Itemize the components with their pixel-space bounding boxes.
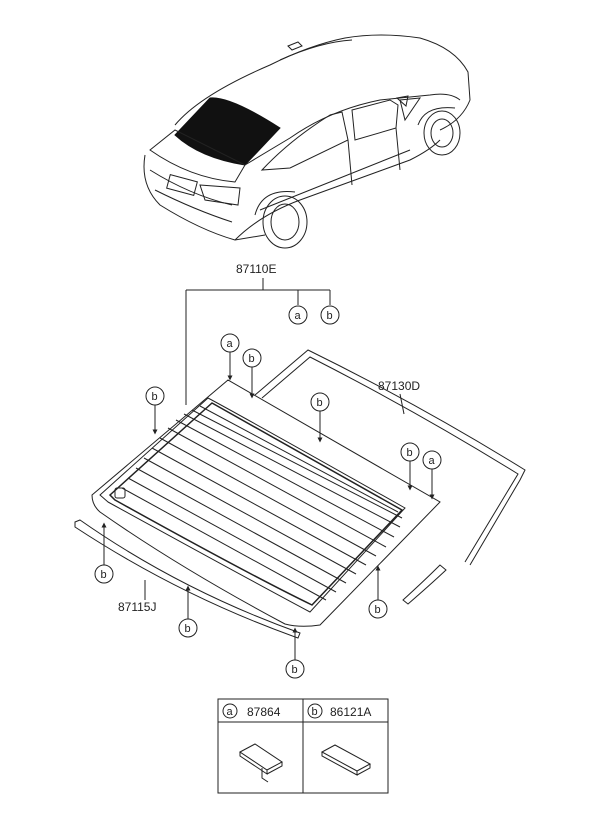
svg-text:b: b — [152, 391, 158, 403]
svg-text:b: b — [375, 604, 381, 616]
svg-text:b: b — [292, 664, 298, 676]
svg-text:a: a — [227, 338, 234, 350]
legend-table: a 87864 b 86121A — [217, 698, 389, 794]
weatherstrip-87130d — [254, 349, 526, 605]
legend-a-symbol: a — [227, 706, 234, 718]
part-label-87110e: 87110E — [236, 262, 276, 276]
svg-text:b: b — [249, 353, 255, 365]
legend-b-symbol: b — [312, 706, 318, 718]
part-label-87130d: 87130D — [378, 379, 420, 393]
svg-text:a: a — [295, 310, 302, 322]
marker-b-molding-left: b — [94, 522, 114, 584]
car-illustration — [143, 34, 471, 249]
leader-87130d — [399, 393, 405, 415]
part-b-shape — [320, 744, 372, 776]
svg-text:b: b — [185, 623, 191, 635]
svg-text:b: b — [317, 397, 323, 409]
marker-b-glass-top: b — [242, 348, 262, 399]
svg-text:b: b — [101, 569, 107, 581]
leader-87110e — [185, 278, 331, 405]
marker-b-glass-right: b — [400, 442, 420, 491]
legend-a-part: 87864 — [247, 705, 281, 719]
marker-a-top: a — [288, 305, 308, 325]
legend-b-part: 86121A — [330, 705, 371, 719]
rear-window-highlight — [174, 97, 281, 166]
marker-b-right-lower: b — [368, 565, 388, 619]
legend-a: a 87864 — [222, 703, 281, 719]
marker-b-molding-bottom: b — [178, 585, 198, 638]
rear-glass-panel — [91, 379, 441, 627]
marker-b-glass-mid: b — [310, 392, 330, 443]
part-a-shape — [239, 743, 283, 783]
marker-b-top: b — [320, 305, 340, 325]
marker-b-glass-left: b — [145, 386, 165, 435]
legend-b: b 86121A — [307, 703, 371, 719]
molding-87115j — [74, 519, 301, 639]
marker-b-bottom-center: b — [285, 627, 305, 679]
svg-text:a: a — [429, 455, 436, 467]
part-label-87115j: 87115J — [118, 600, 156, 614]
marker-a-glass-top: a — [220, 333, 240, 381]
svg-text:b: b — [327, 310, 333, 322]
marker-a-glass-right: a — [422, 450, 442, 500]
svg-text:b: b — [407, 447, 413, 459]
